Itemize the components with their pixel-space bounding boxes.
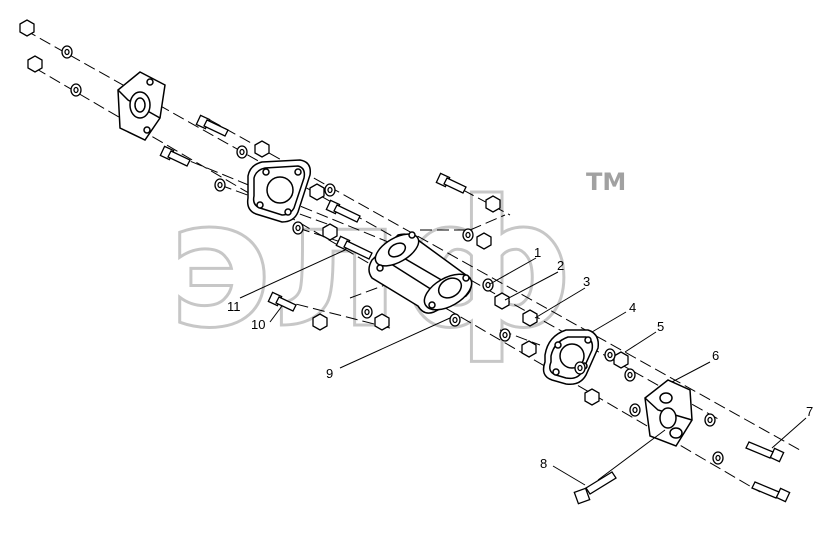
bolt-mid-2 bbox=[335, 235, 373, 260]
bolt-left-1 bbox=[195, 114, 229, 137]
callout-10: 10 bbox=[251, 317, 265, 332]
nut-2 bbox=[27, 55, 43, 73]
bolt-mid-1 bbox=[325, 199, 361, 223]
center-pipe bbox=[368, 231, 473, 314]
washers bbox=[61, 45, 724, 465]
nut-3 bbox=[254, 140, 270, 158]
nut-11 bbox=[522, 309, 538, 327]
bolt-upper-center bbox=[435, 172, 467, 194]
callout-9: 9 bbox=[326, 366, 333, 381]
callout-7: 7 bbox=[806, 404, 813, 419]
nut-5 bbox=[322, 223, 338, 241]
bolt-left-2 bbox=[159, 145, 191, 167]
callout-2: 2 bbox=[557, 258, 564, 273]
nut-14 bbox=[613, 351, 629, 369]
nut-7 bbox=[476, 232, 492, 250]
callout-3: 3 bbox=[583, 274, 590, 289]
nut-13 bbox=[584, 388, 600, 406]
left-flange-block bbox=[117, 71, 166, 141]
callout-6: 6 bbox=[712, 348, 719, 363]
right-gasket bbox=[542, 329, 600, 386]
callout-5: 5 bbox=[657, 319, 664, 334]
watermark-trademark: TM bbox=[586, 168, 626, 196]
nut-4 bbox=[309, 183, 325, 201]
callout-11: 11 bbox=[227, 299, 241, 314]
nut-1 bbox=[19, 19, 35, 37]
leader-lines bbox=[239, 249, 807, 486]
bolt-lower-right bbox=[751, 481, 791, 503]
nuts bbox=[19, 19, 629, 406]
callouts: 1 2 3 4 5 6 7 8 9 10 11 bbox=[227, 245, 813, 471]
nut-6 bbox=[485, 195, 501, 213]
left-gasket bbox=[246, 159, 312, 223]
bolts bbox=[159, 114, 791, 505]
bolt-part-7 bbox=[745, 441, 785, 463]
callout-8: 8 bbox=[540, 456, 547, 471]
nut-9 bbox=[374, 313, 390, 331]
right-flange-block bbox=[644, 379, 693, 447]
nut-8 bbox=[312, 313, 328, 331]
callout-1: 1 bbox=[534, 245, 541, 260]
nut-10 bbox=[494, 292, 510, 310]
nut-12 bbox=[521, 340, 537, 358]
callout-4: 4 bbox=[629, 300, 636, 315]
bolt-part-10 bbox=[267, 291, 297, 312]
bolt-part-8 bbox=[573, 471, 617, 505]
